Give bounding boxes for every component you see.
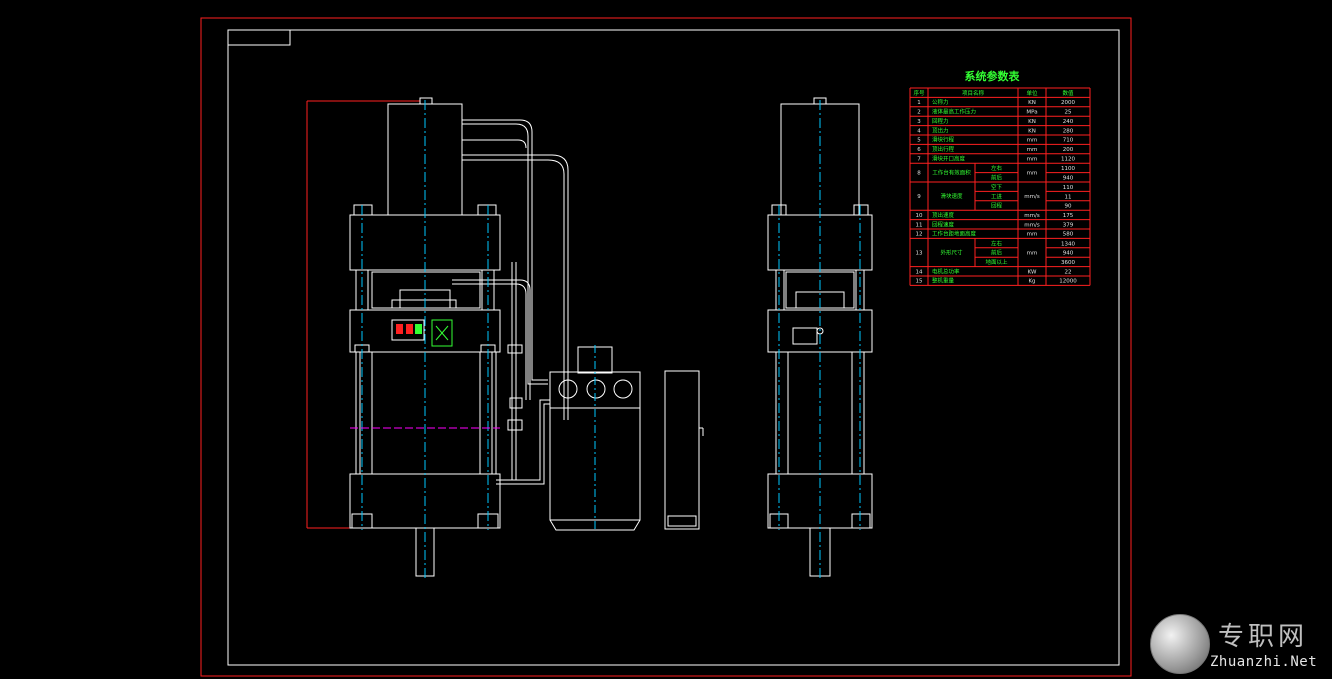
table-cell-value: 2000 [1061, 100, 1075, 106]
table-cell-value: 710 [1063, 138, 1074, 144]
table-cell-name: 液体最高工作压力 [932, 108, 976, 116]
table-cell-value: 580 [1063, 232, 1074, 238]
table-cell-sub: 工进 [991, 192, 1003, 200]
table-cell-name: 顶出行程 [932, 145, 955, 153]
table-cell-unit: Kg [1028, 279, 1035, 285]
outer-border [200, 17, 1132, 677]
table-cell-no: 4 [917, 128, 921, 134]
table-cell-value: 379 [1063, 222, 1074, 228]
table-cell-sub: 前后 [991, 249, 1003, 257]
table-cell-no: 11 [916, 222, 923, 228]
watermark: 专职网 Zhuanzhi.Net [1148, 610, 1332, 679]
table-cell-no: 9 [917, 194, 921, 200]
table-cell-unit: mm [1027, 251, 1038, 257]
table-cell-unit: mm [1027, 138, 1038, 144]
table-cell-no: 12 [916, 232, 923, 238]
table-cell-unit: mm [1027, 147, 1038, 153]
table-cell-value: 240 [1063, 119, 1074, 125]
table-cell-name: 回程力 [932, 117, 949, 125]
table-header-3: 数值 [1062, 89, 1074, 97]
table-cell-unit: KN [1028, 100, 1036, 106]
table-cell-unit: KN [1028, 128, 1036, 134]
table-cell-value: 12000 [1059, 279, 1077, 285]
table-cell-unit: KN [1028, 119, 1036, 125]
electric-cabinet [664, 370, 704, 530]
table-cell-value: 280 [1063, 128, 1074, 134]
table-cell-no: 6 [917, 147, 921, 153]
table-cell-sub: 地面以上 [985, 258, 1008, 266]
table-cell-name: 滑块行程 [932, 136, 955, 144]
table-cell-value: 11 [1065, 194, 1072, 200]
watermark-cn: 专职网 [1218, 622, 1309, 652]
table-cell-name: 顶出力 [932, 126, 949, 134]
table-header-0: 序号 [913, 89, 925, 97]
table-cell-name: 工作台距地面高度 [932, 230, 977, 238]
table-header-2: 单位 [1026, 89, 1038, 97]
table-cell-name: 公称力 [932, 98, 949, 106]
table-cell-value: 25 [1065, 110, 1072, 116]
table-cell-value: 1340 [1061, 241, 1075, 247]
table-cell-name: 顶出速度 [932, 211, 955, 219]
table-cell-no: 2 [917, 110, 921, 116]
inner-border [227, 29, 1120, 666]
table-cell-unit: mm/s [1024, 213, 1040, 219]
front-centerlines [361, 100, 489, 578]
table-cell-sub: 前后 [991, 174, 1003, 182]
side-centerlines [778, 100, 861, 578]
table-header-1: 项目名称 [962, 89, 985, 97]
title-tab [227, 29, 291, 46]
front-view [306, 97, 569, 577]
table-cell-no: 14 [916, 269, 923, 275]
table-cell-value: 1120 [1061, 157, 1075, 163]
table-cell-unit: mm [1027, 171, 1038, 177]
table-cell-unit: mm [1027, 232, 1038, 238]
table-cell-value: 940 [1063, 176, 1074, 182]
table-cell-name: 外形尺寸 [940, 249, 963, 257]
table-cell-name: 滑块开口高度 [932, 155, 966, 163]
table-cell-value: 90 [1065, 204, 1072, 210]
table-cell-unit: mm/s [1024, 222, 1040, 228]
table-cell-sub: 左右 [991, 239, 1003, 247]
table-cell-no: 7 [917, 157, 921, 163]
table-cell-sub: 回程 [991, 202, 1003, 210]
table-cell-no: 8 [917, 171, 921, 177]
table-cell-no: 1 [917, 100, 921, 106]
table-cell-no: 3 [917, 119, 921, 125]
table-cell-no: 13 [916, 251, 923, 257]
table-cell-sub: 左右 [991, 164, 1003, 172]
table-cell-unit: mm [1027, 157, 1038, 163]
watermark-en: Zhuanzhi.Net [1210, 654, 1318, 670]
table-cell-value: 940 [1063, 251, 1074, 257]
table-cell-unit: mm/s [1024, 194, 1040, 200]
watermark-ball-logo [1150, 614, 1210, 674]
table-cell-unit: KW [1028, 269, 1037, 275]
table-cell-no: 15 [916, 279, 923, 285]
table-cell-value: 22 [1065, 269, 1072, 275]
table-cell-name: 工作台有效面积 [932, 169, 971, 177]
table-cell-name: 电机总功率 [932, 267, 960, 275]
table-cell-name: 滑块速度 [940, 192, 963, 200]
table-cell-value: 110 [1063, 185, 1074, 191]
table-cell-value: 200 [1063, 147, 1074, 153]
table-cell-value: 175 [1063, 213, 1074, 219]
table-cell-name: 整机重量 [932, 277, 955, 285]
table-cell-value: 3600 [1061, 260, 1075, 266]
table-cell-no: 5 [917, 138, 921, 144]
table-cell-name: 回程速度 [932, 220, 955, 228]
table-cell-sub: 空下 [991, 183, 1003, 191]
hydraulic-unit [549, 346, 641, 531]
table-title: 系统参数表 [965, 69, 1021, 83]
table-cell-value: 1100 [1061, 166, 1075, 172]
table-cell-no: 10 [916, 213, 923, 219]
table-cell-unit: MPa [1026, 110, 1037, 116]
